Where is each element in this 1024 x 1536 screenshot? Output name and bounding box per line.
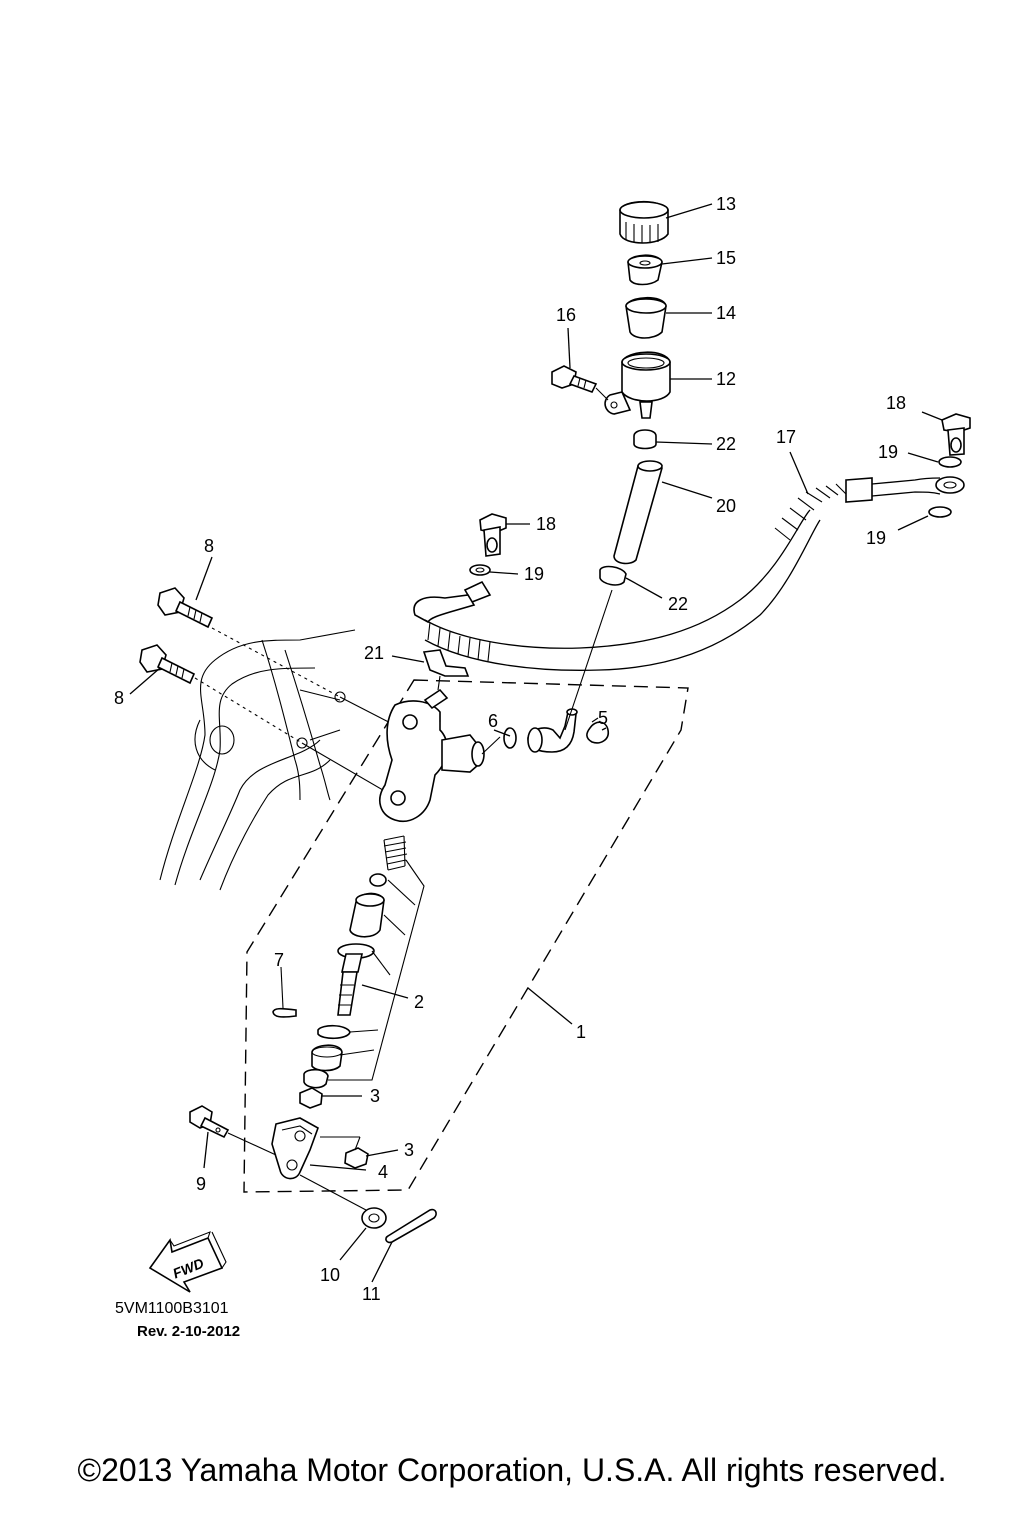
reservoir-cap-13[interactable] xyxy=(619,200,669,244)
callout-3-lower: 3 xyxy=(404,1140,414,1160)
diaphragm-plate-15[interactable] xyxy=(627,254,663,286)
circlip[interactable] xyxy=(317,1024,351,1040)
cotter-pin-11[interactable] xyxy=(385,1208,437,1244)
master-cylinder-body[interactable] xyxy=(379,688,485,822)
fwd-arrow-icon: FWD xyxy=(148,1231,227,1293)
hose-fitting-elbow[interactable] xyxy=(527,708,578,753)
callout-15: 15 xyxy=(716,248,736,268)
cotter-pin-7[interactable] xyxy=(272,1007,297,1018)
callout-11: 11 xyxy=(362,1284,381,1304)
callout-18-left: 18 xyxy=(536,514,556,534)
clevis-4[interactable] xyxy=(271,1117,319,1180)
push-rod-2[interactable] xyxy=(337,943,375,1016)
callout-20: 20 xyxy=(716,496,736,516)
callout-18-right: 18 xyxy=(886,393,906,413)
boot[interactable] xyxy=(311,1044,343,1072)
bolt-8-upper[interactable] xyxy=(157,587,214,629)
callout-5: 5 xyxy=(598,708,608,728)
callout-2: 2 xyxy=(414,992,424,1012)
spring[interactable] xyxy=(383,835,408,871)
leader-bracket-2 xyxy=(328,859,425,1081)
piston[interactable] xyxy=(349,892,385,938)
union-bolt-18-left[interactable] xyxy=(479,513,507,557)
o-ring-6[interactable] xyxy=(503,727,517,749)
callout-14: 14 xyxy=(716,303,736,323)
hose-clamp-22-lower[interactable] xyxy=(599,565,627,586)
union-bolt-18-right[interactable] xyxy=(941,413,971,456)
bolt-16[interactable] xyxy=(551,365,598,393)
nut-3-upper[interactable] xyxy=(299,1087,323,1109)
reservoir-tank-12[interactable] xyxy=(604,351,671,419)
bolt-8-lower[interactable] xyxy=(139,644,196,685)
callout-8-lower: 8 xyxy=(114,688,124,708)
callout-13: 13 xyxy=(716,194,736,214)
callout-17: 17 xyxy=(776,427,796,447)
callout-3-upper: 3 xyxy=(370,1086,380,1106)
frame-outline xyxy=(159,629,356,891)
nut-3-lower[interactable] xyxy=(344,1147,369,1169)
callout-7: 7 xyxy=(274,950,284,970)
washer-19-right-upper[interactable] xyxy=(938,456,962,468)
reservoir-hose-20[interactable] xyxy=(613,460,663,565)
washer-19-right-lower[interactable] xyxy=(928,506,952,518)
callout-21: 21 xyxy=(364,643,384,663)
callout-8-upper: 8 xyxy=(204,536,214,556)
callout-16: 16 xyxy=(556,305,576,325)
callout-22-upper: 22 xyxy=(716,434,736,454)
callout-leaders xyxy=(129,203,943,1283)
washer-10[interactable] xyxy=(361,1207,387,1229)
pin-9[interactable] xyxy=(189,1105,230,1139)
drawing-code: 5VM1100B3101 xyxy=(115,1300,229,1317)
diaphragm-14[interactable] xyxy=(625,296,667,339)
copyright-notice: ©2013 Yamaha Motor Corporation, U.S.A. A… xyxy=(77,1452,947,1488)
callout-10: 10 xyxy=(320,1265,340,1285)
callout-4: 4 xyxy=(378,1162,388,1182)
callout-9: 9 xyxy=(196,1174,206,1194)
callout-22-lower: 22 xyxy=(668,594,688,614)
piston-cup[interactable] xyxy=(369,873,387,887)
callout-12: 12 xyxy=(716,369,736,389)
brake-hose-17[interactable] xyxy=(413,476,965,671)
hose-clamp-22-upper[interactable] xyxy=(633,429,657,450)
revision-date: Rev. 2-10-2012 xyxy=(137,1323,241,1340)
bolt-guide-upper xyxy=(211,627,341,698)
hose-guide-21[interactable] xyxy=(422,649,470,691)
callout-19-right-upper: 19 xyxy=(878,442,898,462)
callout-6: 6 xyxy=(488,711,498,731)
callout-1: 1 xyxy=(576,1022,586,1042)
washer-19-left[interactable] xyxy=(469,564,491,576)
assembly-boundary-1 xyxy=(243,679,689,1193)
callout-19-right-lower: 19 xyxy=(866,528,886,548)
clip-5[interactable] xyxy=(586,717,610,744)
callout-labels: 13 15 14 12 16 22 20 22 17 18 19 19 18 1… xyxy=(114,194,906,1304)
nut-lower[interactable] xyxy=(303,1068,329,1089)
callout-19-left: 19 xyxy=(524,564,544,584)
